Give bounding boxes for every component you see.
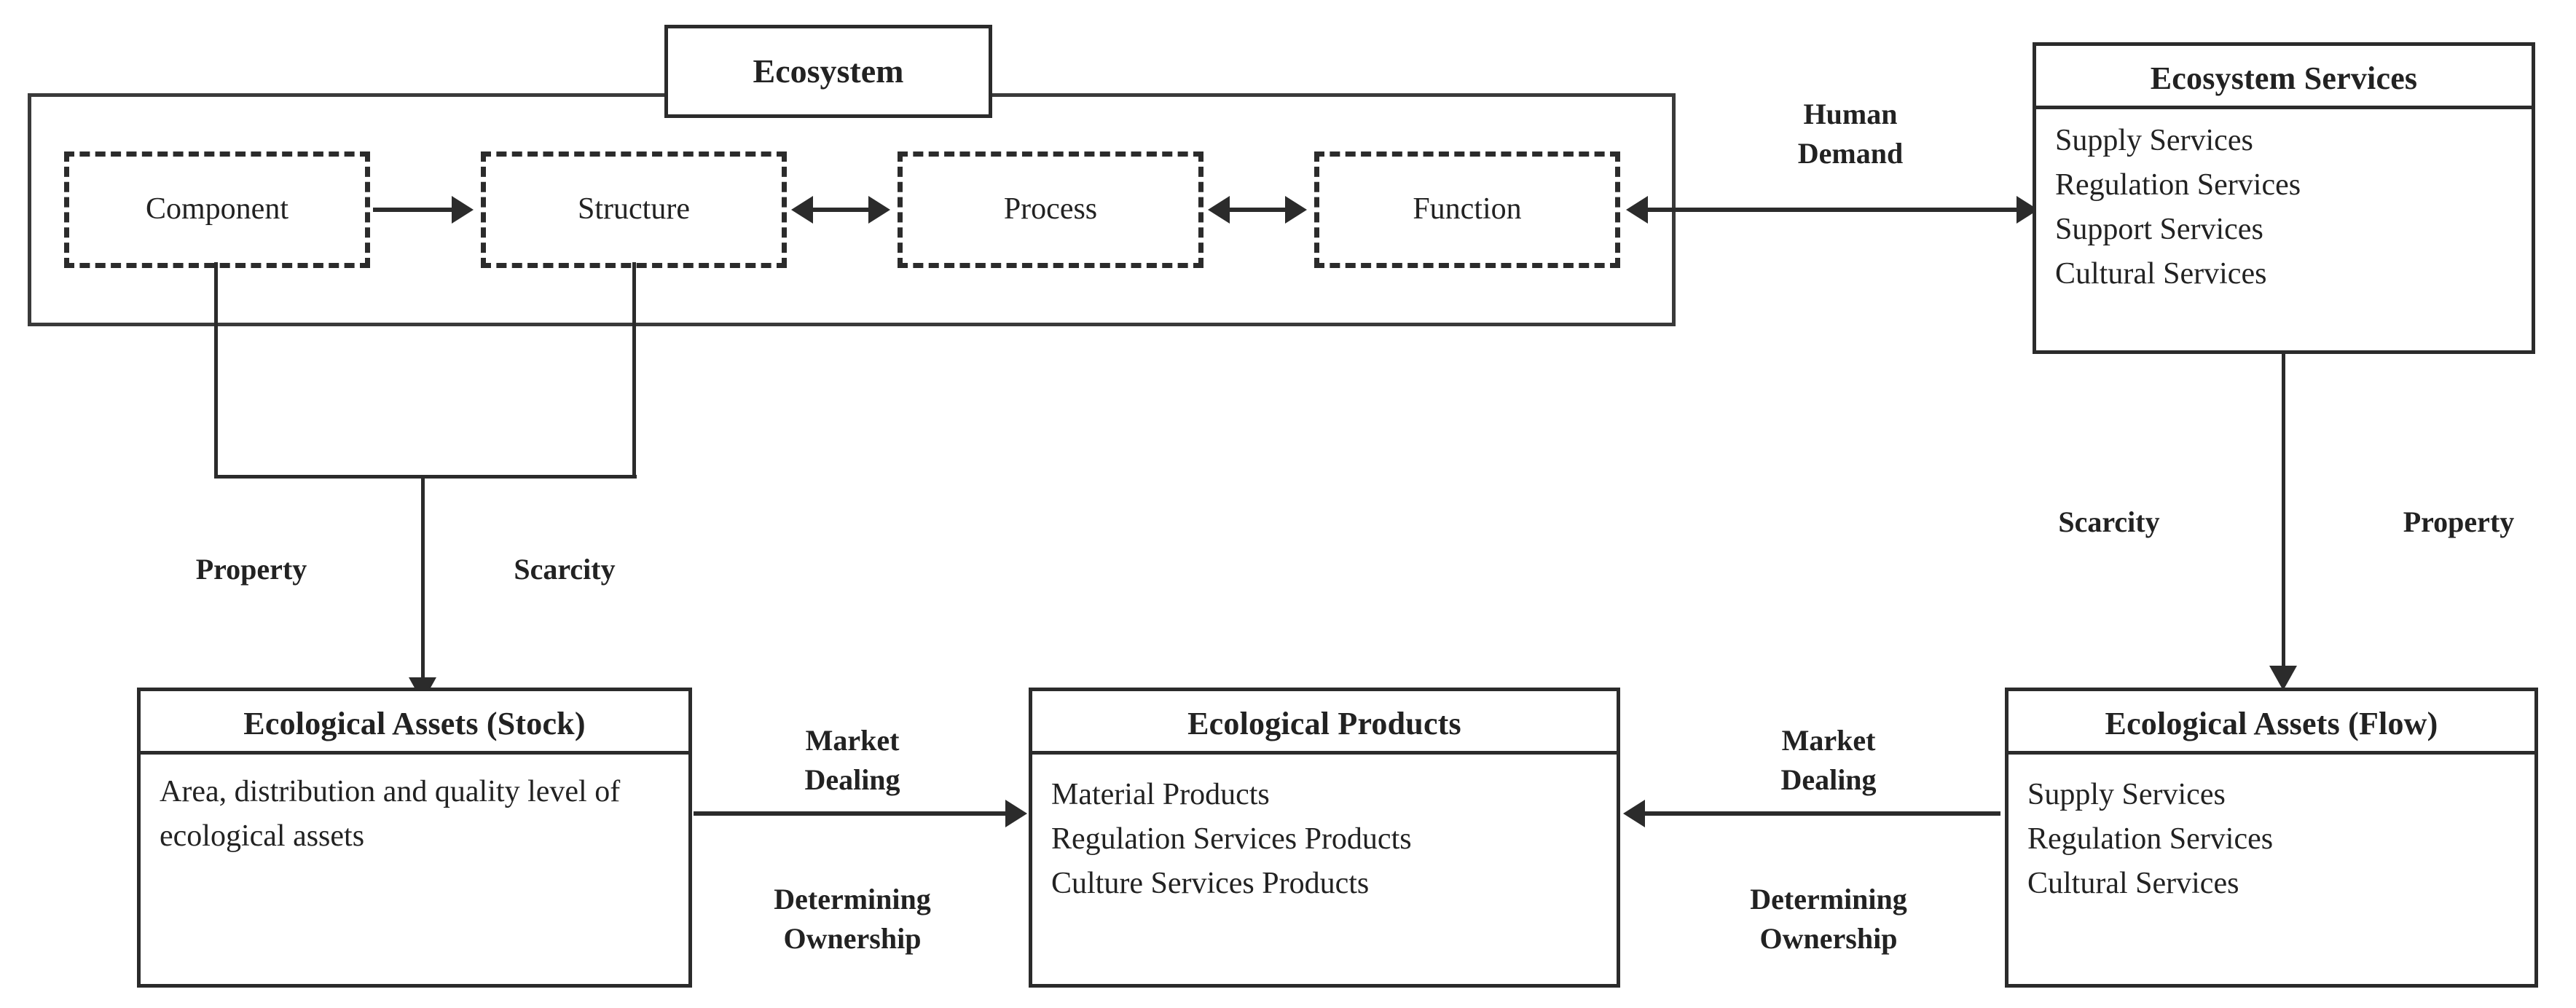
connector-human-demand — [1646, 208, 2018, 212]
connector-stock-down — [421, 475, 425, 686]
arrowhead-component-structure — [452, 196, 474, 224]
node-function-label: Function — [1413, 192, 1522, 227]
node-component-label: Component — [146, 192, 288, 227]
ecosystem-services-item: Supply Services — [2055, 124, 2253, 157]
ecological-products-title: Ecological Products — [1187, 705, 1461, 741]
label-left-property: Property — [195, 553, 307, 586]
bracket-left-leg-component — [214, 262, 218, 478]
ecological-assets-stock-body: Area, distribution and quality level of … — [160, 775, 621, 853]
ecosystem-services-item: Regulation Services — [2055, 168, 2301, 202]
ecological-assets-flow-items: Supply Services Regulation Services Cult… — [2027, 773, 2273, 906]
connector-stock-products — [694, 811, 1007, 816]
ecosystem-services-box: Ecosystem Services Supply Services Regul… — [2033, 42, 2535, 354]
node-structure-label: Structure — [578, 192, 690, 227]
connector-process-function — [1228, 208, 1287, 212]
ecological-products-item: Regulation Services Products — [1051, 822, 1412, 856]
label-right-scarcity: Scarcity — [2058, 505, 2160, 538]
node-structure: Structure — [481, 151, 787, 268]
ecological-products-item: Material Products — [1051, 778, 1270, 811]
arrowhead-process-function-left — [1208, 196, 1230, 224]
ecological-assets-flow-title: Ecological Assets (Flow) — [2105, 705, 2438, 741]
label-right-market-dealing: Market Dealing — [1780, 724, 1877, 796]
arrowhead-process-function-right — [1285, 196, 1307, 224]
arrowhead-flow-down — [2269, 666, 2297, 690]
ecosystem-title-box: Ecosystem — [664, 25, 992, 118]
label-human-demand: Human Demand — [1797, 98, 1904, 170]
bracket-left-crossbar — [214, 475, 637, 479]
node-process-label: Process — [1003, 192, 1098, 227]
arrowhead-human-demand-left — [1626, 196, 1648, 224]
connector-component-structure — [373, 208, 453, 212]
ecological-assets-flow-item: Cultural Services — [2027, 866, 2239, 900]
ecological-assets-flow-item: Regulation Services — [2027, 822, 2274, 856]
arrowhead-flow-products — [1623, 800, 1645, 827]
label-left-scarcity: Scarcity — [514, 553, 616, 586]
ecosystem-title-label: Ecosystem — [753, 52, 904, 90]
ecological-products-items: Material Products Regulation Services Pr… — [1051, 773, 1412, 906]
node-process: Process — [898, 151, 1203, 268]
label-right-property: Property — [2403, 505, 2515, 538]
ecosystem-services-items: Supply Services Regulation Services Supp… — [2055, 119, 2301, 296]
ecological-assets-flow-box: Ecological Assets (Flow) Supply Services… — [2005, 688, 2538, 988]
node-function: Function — [1314, 151, 1620, 268]
arrowhead-structure-process-left — [791, 196, 813, 224]
label-left-determining-ownership: Determining Ownership — [774, 883, 931, 955]
ecological-assets-flow-divider — [2008, 751, 2534, 755]
node-component: Component — [64, 151, 370, 268]
connector-flow-down — [2282, 354, 2285, 674]
ecosystem-services-divider — [2036, 106, 2532, 109]
connector-structure-process — [812, 208, 870, 212]
label-left-market-dealing: Market Dealing — [804, 724, 900, 796]
ecological-products-box: Ecological Products Material Products Re… — [1029, 688, 1620, 988]
connector-flow-products — [1644, 811, 2000, 816]
ecological-assets-stock-title: Ecological Assets (Stock) — [243, 705, 586, 741]
ecosystem-services-item: Support Services — [2055, 212, 2263, 246]
arrowhead-structure-process-right — [868, 196, 890, 224]
ecosystem-services-item: Cultural Services — [2055, 256, 2267, 291]
ecosystem-services-title: Ecosystem Services — [2150, 60, 2418, 96]
ecological-assets-stock-box: Ecological Assets (Stock) Area, distribu… — [137, 688, 692, 988]
ecological-products-item: Culture Services Products — [1051, 866, 1370, 900]
arrowhead-stock-products — [1005, 800, 1027, 827]
bracket-left-leg-structure — [632, 262, 636, 478]
label-right-determining-ownership: Determining Ownership — [1750, 883, 1907, 955]
ecological-products-divider — [1032, 751, 1617, 755]
ecological-assets-flow-item: Supply Services — [2027, 778, 2226, 811]
ecological-assets-stock-divider — [141, 751, 688, 755]
